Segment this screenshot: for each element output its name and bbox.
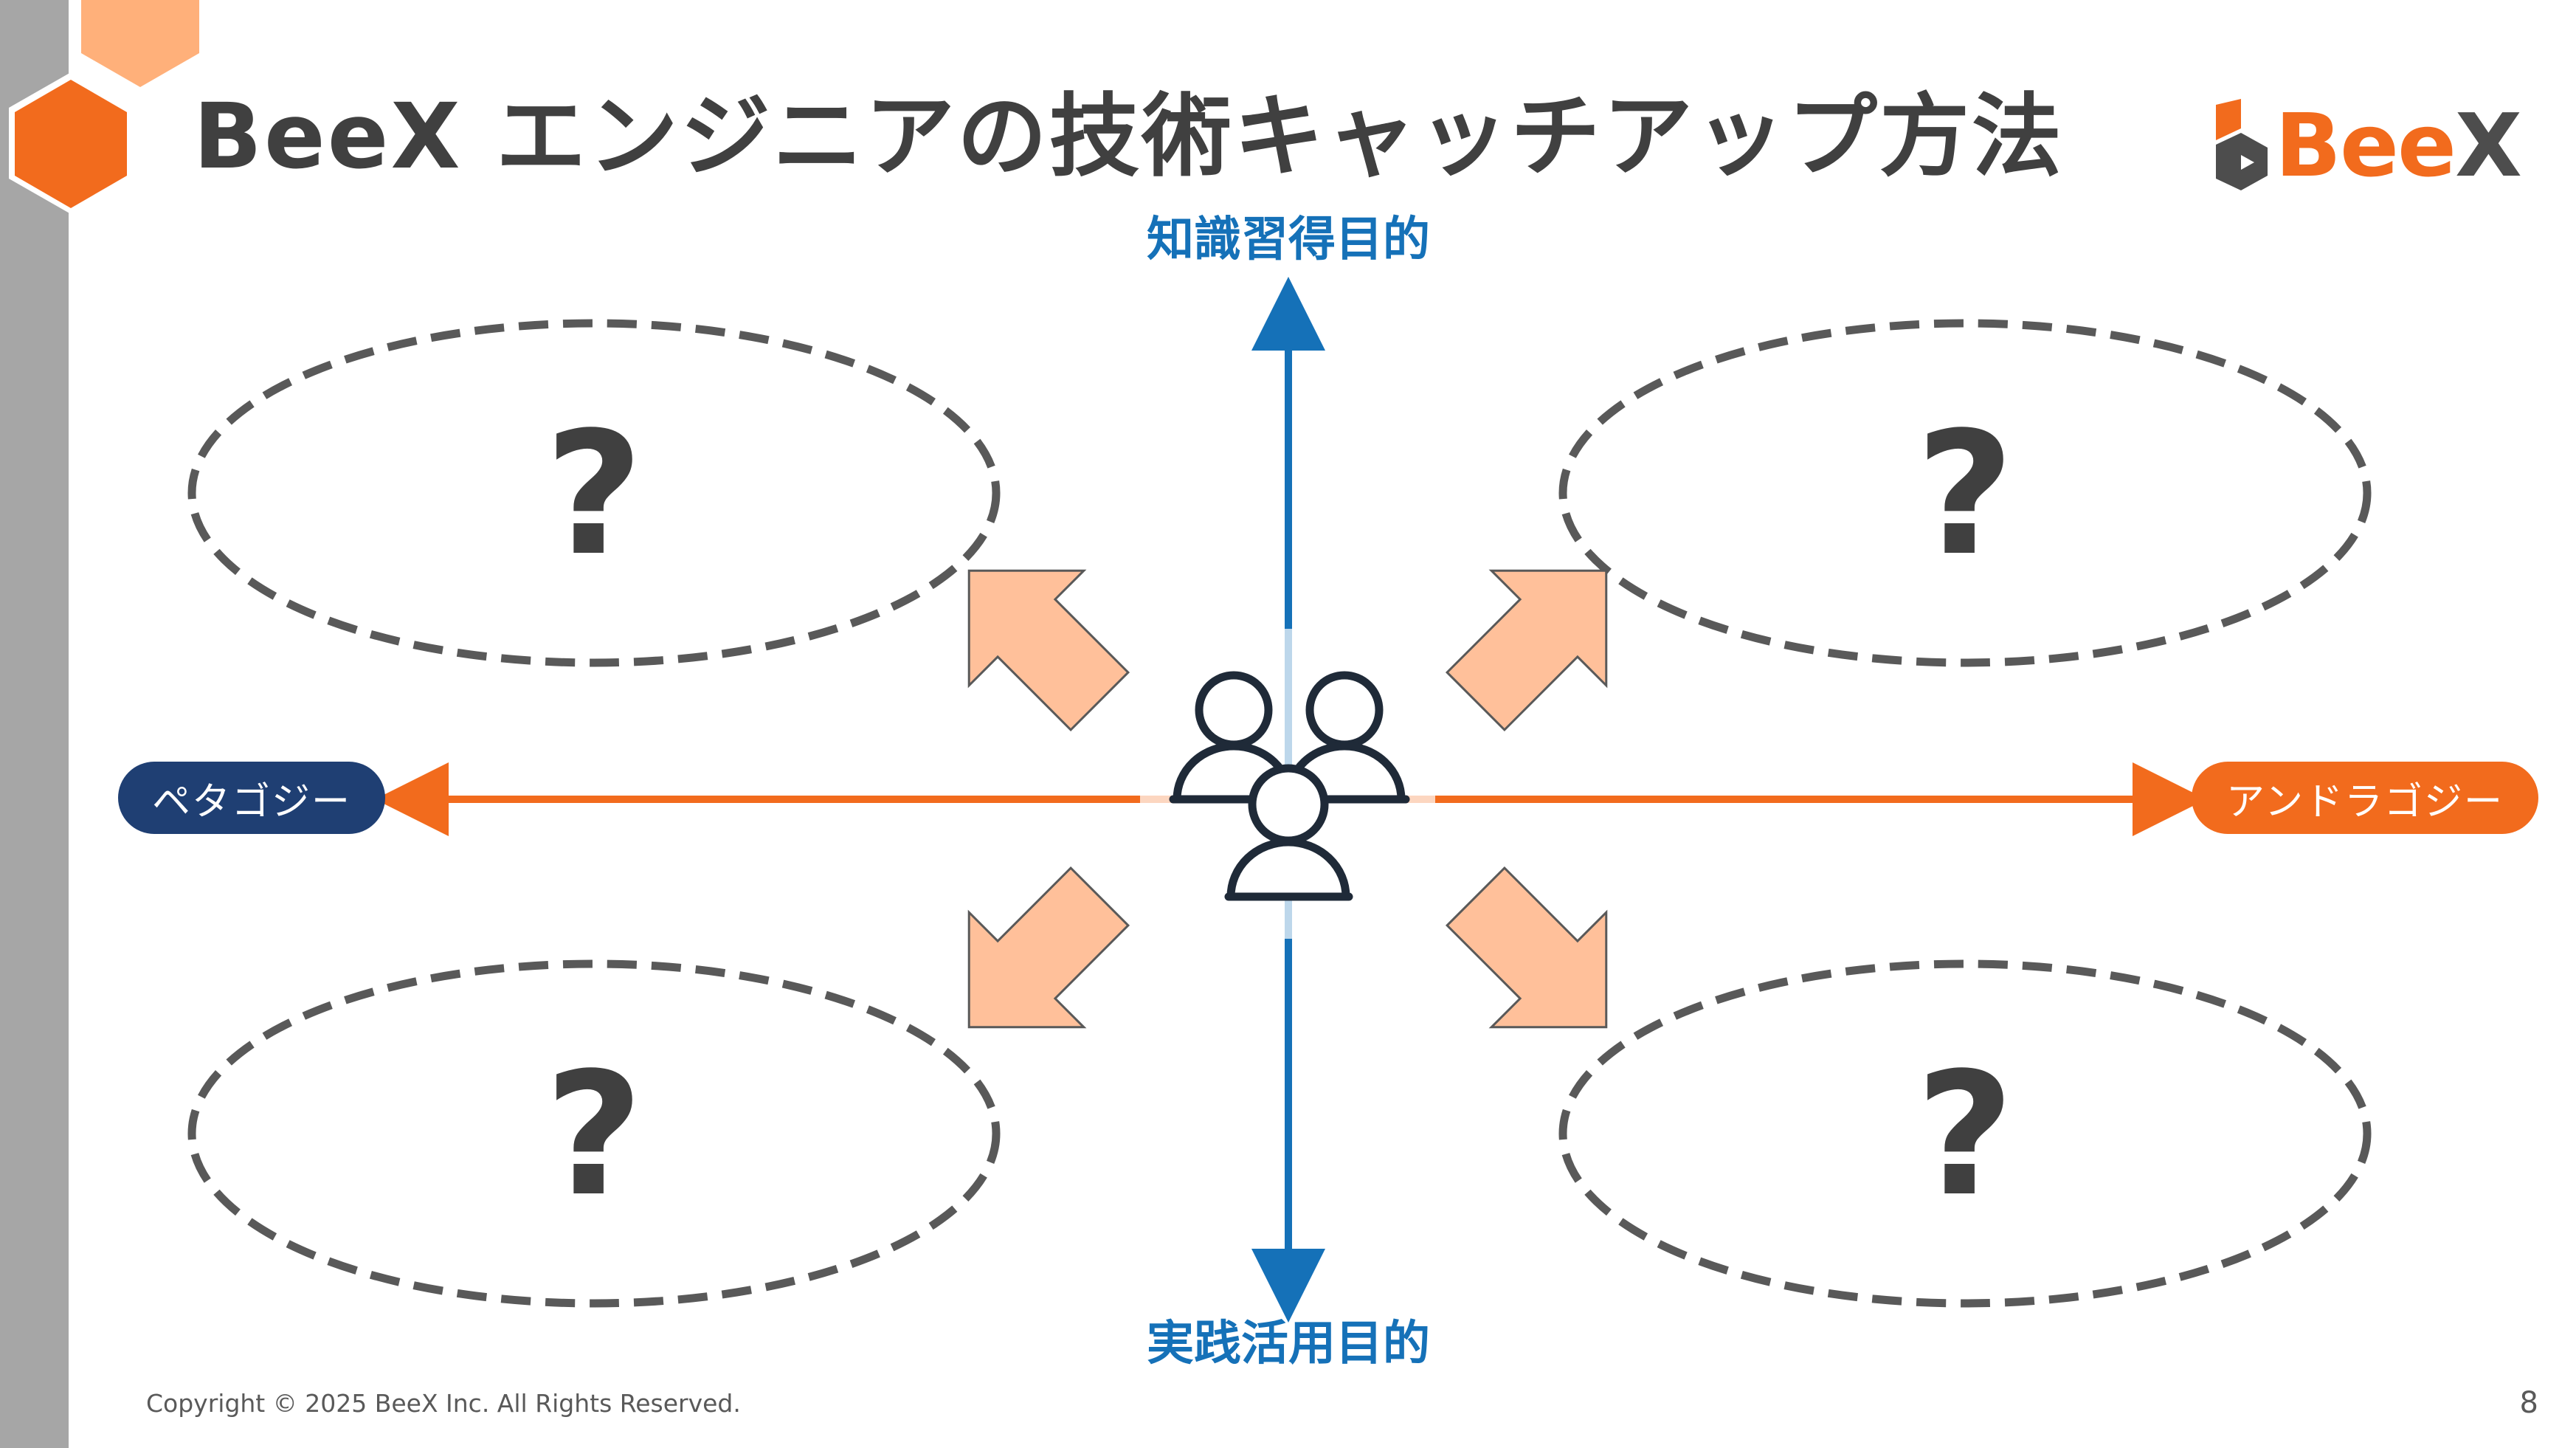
quadrant-ellipse-top-right xyxy=(1558,319,2372,667)
axis-label-right: アンドラゴジー xyxy=(2192,762,2538,834)
copyright-text: Copyright © 2025 BeeX Inc. All Rights Re… xyxy=(146,1389,741,1418)
people-group-icon xyxy=(1169,671,1410,901)
quadrant-ellipse-bottom-left xyxy=(187,959,1001,1308)
left-accent-bar xyxy=(0,0,69,1448)
arrow-bottom-left xyxy=(967,866,1130,1029)
beex-logo-mark-icon xyxy=(2216,99,2268,190)
quadrant-question-bottom-left: ? xyxy=(545,1037,643,1234)
slide-title: BeeX エンジニアの技術キャッチアップ方法 xyxy=(193,84,2065,189)
beex-logo: BeeX xyxy=(2203,95,2522,199)
quadrant-ellipse-top-left xyxy=(187,319,1001,667)
axis-label-top: 知識習得目的 xyxy=(1147,213,1430,267)
quadrant-question-bottom-right: ? xyxy=(1916,1037,2014,1234)
quadrant-question-top-left: ? xyxy=(545,396,643,593)
arrow-bottom-right xyxy=(1445,866,1608,1029)
arrow-top-right xyxy=(1445,569,1608,732)
quadrant-ellipse-bottom-right xyxy=(1558,959,2372,1308)
beex-logo-text: BeeX xyxy=(2275,94,2522,196)
axis-label-left: ペタゴジー xyxy=(118,762,385,834)
page-number: 8 xyxy=(2519,1386,2538,1420)
arrow-top-left xyxy=(967,569,1130,732)
axis-label-bottom: 実践活用目的 xyxy=(1147,1317,1430,1371)
quadrant-question-top-right: ? xyxy=(1916,396,2014,593)
